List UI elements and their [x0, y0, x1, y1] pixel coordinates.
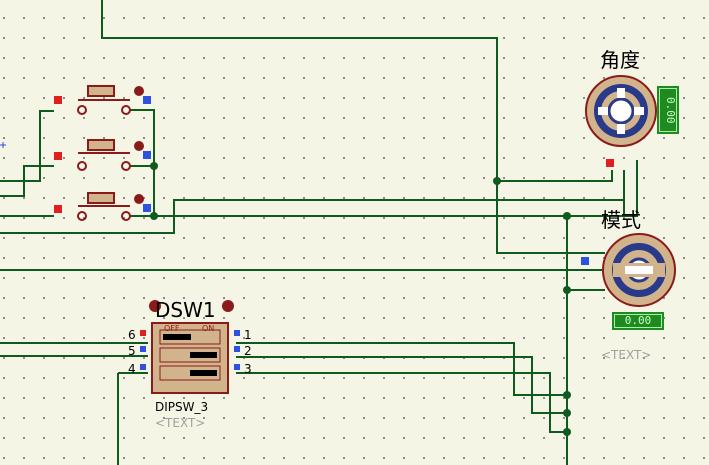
- dipswitch-on-label: ON: [202, 324, 215, 333]
- dipswitch-pin-6: 6: [128, 328, 136, 342]
- mode-dial[interactable]: [581, 233, 676, 307]
- mode-dial-text-placeholder: <TEXT>: [601, 348, 652, 362]
- dipswitch-pin-2: 2: [244, 344, 252, 358]
- wires: [0, 0, 638, 465]
- mode-dial-display: 0.00: [612, 312, 664, 330]
- mode-dial-title: 模式: [601, 208, 641, 232]
- dipswitch-part-name: DIPSW_3: [155, 400, 209, 414]
- dipswitch-pin-1: 1: [244, 328, 252, 342]
- pushbutton-3[interactable]: [54, 192, 151, 221]
- angle-dial-title: 角度: [600, 48, 640, 72]
- angle-dial-display: 0.00: [657, 86, 679, 134]
- dipswitch-body[interactable]: [140, 300, 240, 394]
- junction-dots: [150, 162, 571, 436]
- pushbutton-2[interactable]: [54, 139, 151, 171]
- angle-dial[interactable]: [585, 75, 657, 167]
- dipswitch-pin-3: 3: [244, 362, 252, 376]
- dipswitch-off-label: OFF: [164, 324, 180, 333]
- probe-marker: [0, 142, 6, 148]
- dipswitch-pin-5: 5: [128, 344, 136, 358]
- pushbutton-1[interactable]: [54, 85, 151, 115]
- dipswitch-text-placeholder: <TEXT>: [155, 416, 206, 430]
- dipswitch-ref: DSW1: [155, 298, 216, 322]
- dipswitch-pin-4: 4: [128, 362, 136, 376]
